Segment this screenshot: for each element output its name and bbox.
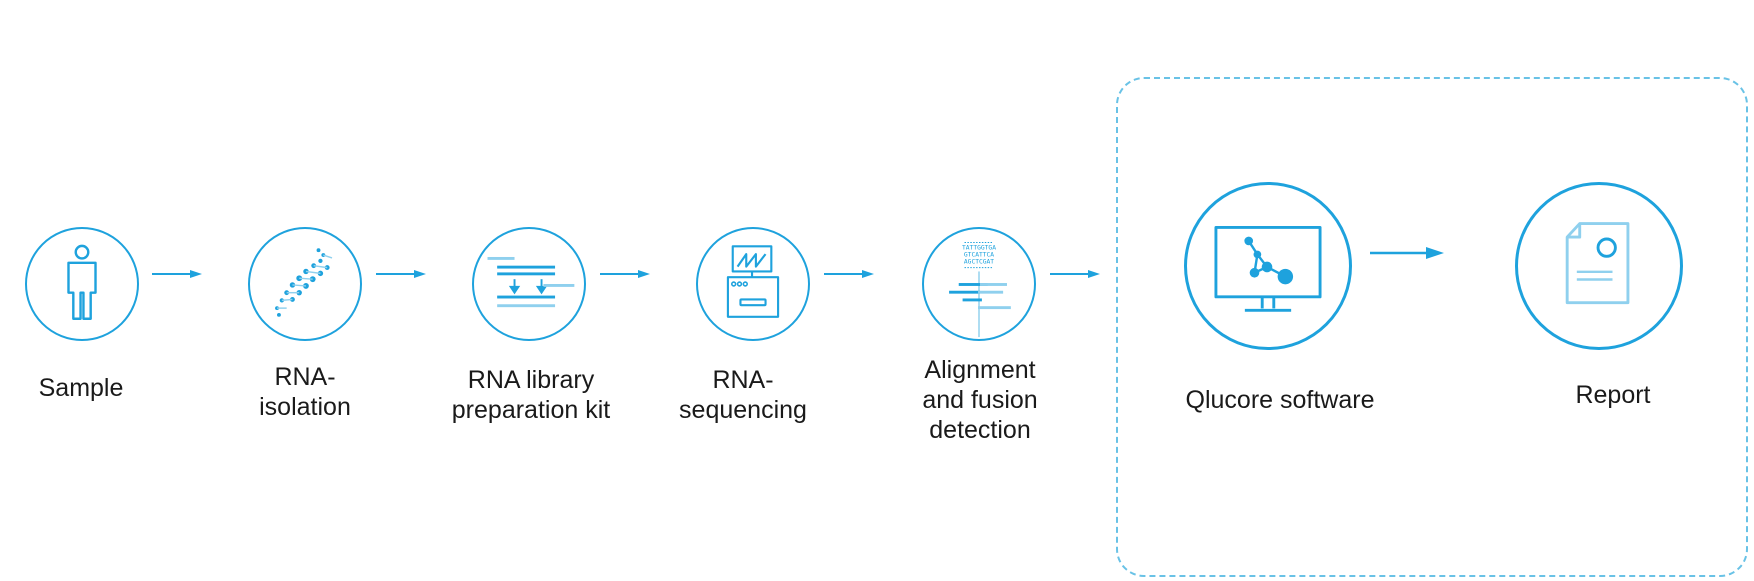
sequence-line-2: GTCATTCA — [964, 252, 994, 259]
flow-arrow-4 — [824, 270, 874, 278]
library-prep-circle — [472, 227, 586, 341]
sequence-line-1: TATTGGTGA — [962, 244, 996, 251]
library-kit-icon — [487, 256, 575, 308]
flow-arrow-6 — [1370, 247, 1444, 259]
rna-isolation-circle — [248, 227, 362, 341]
step-label-sequencing: RNA- sequencing — [679, 366, 807, 424]
alignment-icon: TATTGGTGA GTCATTCA AGCTCGAT — [949, 242, 1011, 338]
step-label-rna-isolation: RNA- isolation — [259, 363, 351, 421]
flow-arrow-5 — [1050, 270, 1100, 278]
alignment-circle: TATTGGTGA GTCATTCA AGCTCGAT — [922, 227, 1036, 341]
step-label-report: Report — [1575, 381, 1651, 409]
step-label-sample: Sample — [38, 374, 124, 402]
qlucore-circle — [1184, 182, 1352, 350]
sample-circle — [25, 227, 139, 341]
sequencing-circle — [696, 227, 810, 341]
report-circle — [1515, 182, 1683, 350]
flow-arrow-3 — [600, 270, 650, 278]
software-group-box — [1116, 77, 1748, 577]
step-label-alignment: Alignment and fusion detection — [922, 356, 1038, 444]
dna-icon — [275, 248, 333, 317]
person-icon — [67, 244, 97, 320]
step-label-qlucore: Qlucore software — [1185, 386, 1375, 414]
flow-arrow-1 — [152, 270, 202, 278]
sequencer-icon — [726, 245, 780, 318]
step-label-library-prep: RNA library preparation kit — [451, 366, 611, 424]
monitor-network-icon — [1214, 225, 1322, 312]
flow-arrow-2 — [376, 270, 426, 278]
sequence-line-3: AGCTCGAT — [964, 259, 994, 266]
document-icon — [1565, 222, 1630, 305]
